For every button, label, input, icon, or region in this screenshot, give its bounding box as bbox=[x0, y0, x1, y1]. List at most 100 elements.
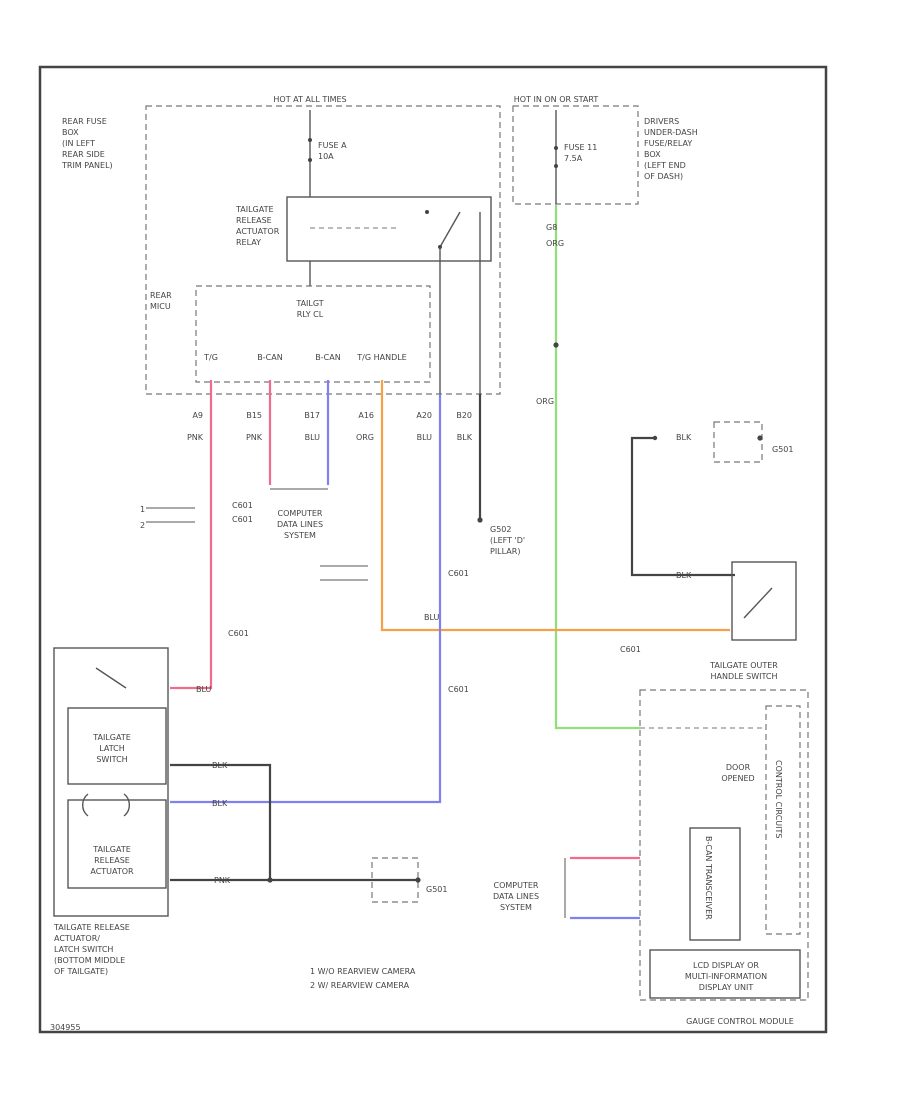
door-opened-label: DOOR bbox=[726, 763, 751, 772]
tailgate-latch-label: TAILGATE bbox=[92, 733, 131, 742]
wire-color-label: PNK bbox=[187, 433, 204, 442]
orange-wire bbox=[380, 380, 730, 632]
green-wire bbox=[554, 205, 640, 730]
lcd-display-label: LCD DISPLAY OR bbox=[693, 961, 759, 970]
diagram-labels: HOT AT ALL TIMES HOT IN ON OR START REAR F… bbox=[50, 95, 794, 1032]
handle-black-dot bbox=[652, 435, 658, 441]
drivers-fuse-box-label: UNDER-DASH bbox=[644, 128, 698, 137]
micu-circuit-label: TAILGT bbox=[295, 299, 323, 308]
pin-id-label: A20 bbox=[416, 411, 432, 420]
rear-fuse-box-label: TRIM PANEL) bbox=[61, 161, 113, 170]
hot-in-on-label: HOT IN ON OR START bbox=[514, 95, 599, 104]
outer-handle-switch-label: TAILGATE OUTER bbox=[709, 661, 778, 670]
pin-id-label: B15 bbox=[246, 411, 262, 420]
gauge-can-data-lines-label: DATA LINES bbox=[493, 892, 539, 901]
g502-label: G502 bbox=[490, 525, 511, 534]
actuator-motor bbox=[82, 793, 130, 817]
connector-label: C601 bbox=[620, 645, 641, 654]
g502-label: PILLAR) bbox=[490, 547, 520, 556]
pin-id-label: A16 bbox=[358, 411, 374, 420]
connector-label: C601 bbox=[448, 685, 469, 694]
outer-handle-switch-arm bbox=[743, 587, 773, 619]
fuse-b-dot2 bbox=[554, 164, 558, 168]
tailgate-assembly-box bbox=[53, 647, 169, 917]
g501-top-outline bbox=[713, 421, 763, 463]
wire-tag-label: 2 bbox=[140, 521, 145, 530]
g501-top-label: G501 bbox=[772, 445, 793, 454]
lcd-display-label: MULTI-INFORMATION bbox=[685, 972, 767, 981]
wire-tag-label: PNK bbox=[214, 876, 231, 885]
g502-terminal bbox=[477, 517, 483, 523]
latch-black-wire bbox=[170, 763, 272, 880]
pin-id-label: B17 bbox=[304, 411, 320, 420]
relay-label: ACTUATOR bbox=[236, 227, 280, 236]
relay-contact-dot bbox=[425, 210, 429, 214]
gauge-can-data-lines-label: COMPUTER bbox=[494, 881, 539, 890]
blue-wire-a20 bbox=[170, 394, 442, 804]
micu-pin-label: T/G HANDLE bbox=[356, 353, 406, 362]
wire-tag-label: G8 bbox=[546, 223, 557, 232]
wire-tag-label: BLU bbox=[196, 685, 212, 694]
fuse-b-label: 7.5A bbox=[564, 154, 583, 163]
tailgate-assembly-label: OF TAILGATE) bbox=[54, 967, 108, 976]
gauge-control-module-outline bbox=[639, 689, 809, 1001]
drivers-fuse-box-label: FUSE/RELAY bbox=[644, 139, 692, 148]
wire-color-label: ORG bbox=[356, 433, 374, 442]
drivers-fuse-box-label: BOX bbox=[644, 150, 661, 159]
actuator-box bbox=[67, 799, 167, 889]
drivers-fuse-box-label: DRIVERS bbox=[644, 117, 679, 126]
b-can-transceiver-label: B-CAN TRANSCEIVER bbox=[704, 836, 713, 920]
gauge-can-data-lines-label: SYSTEM bbox=[500, 903, 532, 912]
g502-label: (LEFT 'D' bbox=[490, 536, 525, 545]
wire-color-label: BLK bbox=[457, 433, 473, 442]
connector-label: C601 bbox=[232, 501, 253, 510]
drivers-fuse-box-label: OF DASH) bbox=[644, 172, 683, 181]
wire-tag-label: 1 bbox=[140, 505, 145, 514]
drivers-fuse-box-outline bbox=[512, 105, 639, 205]
latch-switch-box bbox=[67, 707, 167, 785]
relay-label: RELAY bbox=[236, 238, 261, 247]
wire-tag-label: BLU bbox=[424, 613, 440, 622]
fuse-b-dot bbox=[554, 146, 558, 150]
fuse-a-dot bbox=[308, 138, 312, 142]
black-wire-handle bbox=[630, 436, 735, 577]
figure-id-label: 304955 bbox=[50, 1023, 81, 1032]
micu-pin-label: T/G bbox=[203, 353, 218, 362]
fuse-a-label: 10A bbox=[318, 152, 334, 161]
g501-top-terminal bbox=[757, 435, 763, 441]
rear-fuse-box-label: REAR FUSE bbox=[62, 117, 107, 126]
outer-handle-switch-box bbox=[731, 561, 797, 641]
hot-at-all-times-label: HOT AT ALL TIMES bbox=[273, 95, 346, 104]
wire-tag-label: ORG bbox=[546, 239, 564, 248]
legend-label: 1 W/O REARVIEW CAMERA bbox=[310, 967, 416, 976]
connector-label: C601 bbox=[228, 629, 249, 638]
fuse-b-label: FUSE 11 bbox=[564, 143, 597, 152]
rear-fuse-box-outline bbox=[145, 105, 501, 395]
wire-color-label: BLU bbox=[305, 433, 321, 442]
fuse-a-label: FUSE A bbox=[318, 141, 347, 150]
fuse-a-dot2 bbox=[308, 158, 312, 162]
outer-handle-switch-label: HANDLE SWITCH bbox=[710, 672, 777, 681]
computer-data-lines-label: DATA LINES bbox=[277, 520, 323, 529]
computer-data-lines-label: SYSTEM bbox=[284, 531, 316, 540]
wire-tag-label: BLK bbox=[212, 799, 228, 808]
b-can-transceiver-box bbox=[689, 827, 741, 941]
lcd-display-label: DISPLAY UNIT bbox=[699, 983, 754, 992]
tailgate-latch-label: LATCH bbox=[99, 744, 125, 753]
micu-pin-label: B-CAN bbox=[257, 353, 282, 362]
wire-color-label: BLU bbox=[417, 433, 433, 442]
gauge-control-module-label: GAUGE CONTROL MODULE bbox=[686, 1017, 794, 1026]
drivers-fuse-box-label: (LEFT END bbox=[644, 161, 686, 170]
pin-id-label: B20 bbox=[456, 411, 472, 420]
pin-id-label: A9 bbox=[192, 411, 203, 420]
micu-pin-label: B-CAN bbox=[315, 353, 340, 362]
pink-wire-a9 bbox=[170, 380, 213, 690]
door-opened-label: OPENED bbox=[721, 774, 754, 783]
tailgate-assembly-label: TAILGATE RELEASE bbox=[53, 923, 130, 932]
micu-outline bbox=[195, 285, 431, 383]
control-circuits-label: CONTROL CIRCUITS bbox=[774, 760, 783, 838]
connector-label: C601 bbox=[232, 515, 253, 524]
rear-fuse-box-label: BOX bbox=[62, 128, 79, 137]
